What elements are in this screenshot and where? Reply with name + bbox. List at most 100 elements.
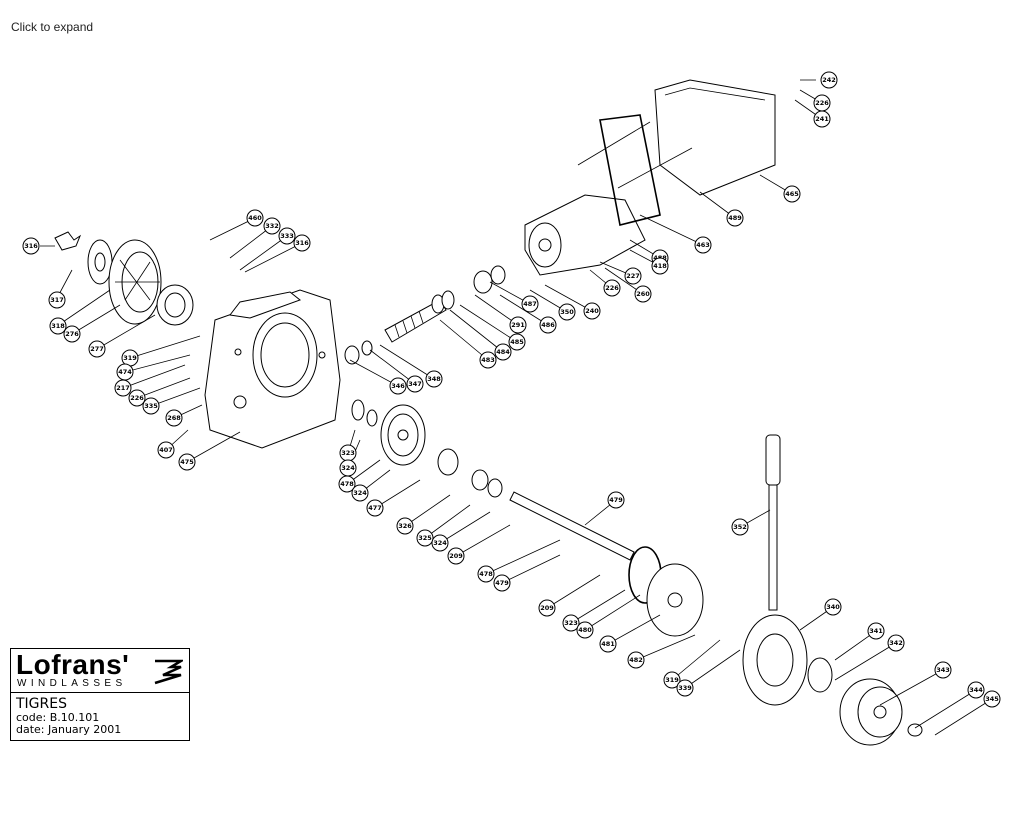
callout-346: 346 — [389, 377, 407, 395]
callout-label: 484 — [496, 348, 510, 356]
callout-485: 485 — [508, 333, 526, 351]
callout-319: 319 — [121, 349, 139, 367]
callout-350: 350 — [558, 303, 576, 321]
callout-label: 479 — [609, 496, 623, 504]
callout-340: 340 — [824, 598, 842, 616]
model-date: date: January 2001 — [16, 723, 122, 736]
chain-gypsy — [742, 614, 808, 706]
crank-handle — [765, 434, 781, 611]
callout-label: 332 — [265, 222, 279, 230]
callout-324: 324 — [351, 484, 369, 502]
click-to-expand-link[interactable]: Click to expand — [11, 20, 94, 34]
callout-label: 487 — [523, 300, 537, 308]
callout-label: 209 — [449, 552, 463, 560]
callout-344: 344 — [967, 681, 985, 699]
callout-333: 333 — [278, 227, 296, 245]
callout-label: 226 — [815, 99, 829, 107]
callout-label: 241 — [815, 115, 829, 123]
callout-label: 477 — [368, 504, 382, 512]
callout-label: 291 — [511, 321, 525, 329]
leader-lines — [40, 79, 993, 736]
callout-341: 341 — [867, 622, 885, 640]
callout-label: 418 — [653, 262, 667, 270]
callout-323: 323 — [562, 614, 580, 632]
callout-label: 478 — [479, 570, 493, 578]
callout-label: 465 — [785, 190, 799, 198]
callout-479: 479 — [493, 574, 511, 592]
callout-label: 346 — [391, 382, 405, 390]
callout-418: 418 — [651, 257, 669, 275]
callout-227: 227 — [624, 267, 642, 285]
callout-291: 291 — [509, 316, 527, 334]
callout-label: 463 — [696, 241, 710, 249]
callout-241: 241 — [813, 110, 831, 128]
callout-242: 242 — [820, 71, 838, 89]
brand-name: Lofrans' — [16, 649, 130, 680]
callout-465: 465 — [783, 185, 801, 203]
model-name: TIGRES — [16, 696, 67, 712]
callout-209: 209 — [538, 599, 556, 617]
mounting-plate — [646, 563, 704, 637]
drum-flange — [87, 239, 113, 285]
callout-label: 486 — [541, 321, 555, 329]
callout-label: 335 — [144, 402, 158, 410]
seal-ring — [156, 284, 194, 326]
callout-352: 352 — [731, 518, 749, 536]
callout-483: 483 — [479, 351, 497, 369]
callout-label: 348 — [427, 375, 441, 383]
callout-label: 242 — [822, 76, 836, 84]
callout-label: 350 — [560, 308, 574, 316]
motor — [524, 194, 646, 276]
callout-226: 226 — [813, 94, 831, 112]
callout-347: 347 — [406, 375, 424, 393]
callout-460: 460 — [246, 209, 264, 227]
callout-label: 324 — [353, 489, 367, 497]
clutch-cone — [807, 657, 833, 693]
callout-482: 482 — [627, 651, 645, 669]
brand-subtitle: WINDLASSES — [17, 678, 127, 689]
callout-label: 217 — [116, 384, 130, 392]
callout-489: 489 — [726, 209, 744, 227]
warping-drum — [839, 678, 923, 746]
callout-325: 325 — [416, 529, 434, 547]
worm-shaft — [384, 299, 447, 343]
model-code: code: B.10.101 — [16, 711, 100, 724]
callout-label: 347 — [408, 380, 422, 388]
callout-240: 240 — [583, 302, 601, 320]
callout-label: 475 — [180, 458, 194, 466]
callout-label: 318 — [51, 322, 65, 330]
callout-label: 325 — [418, 534, 432, 542]
callout-label: 352 — [733, 523, 747, 531]
callout-324: 324 — [339, 459, 357, 477]
callout-label: 489 — [728, 214, 742, 222]
callout-label: 482 — [629, 656, 643, 664]
callout-label: 227 — [626, 272, 640, 280]
callout-316: 316 — [293, 234, 311, 252]
callout-217: 217 — [114, 379, 132, 397]
callout-label: 316 — [24, 242, 38, 250]
callout-label: 339 — [678, 684, 692, 692]
callout-318: 318 — [49, 317, 67, 335]
gear-wheel — [351, 399, 426, 466]
callout-407: 407 — [157, 441, 175, 459]
callout-345: 345 — [983, 690, 1001, 708]
callout-label: 326 — [398, 522, 412, 530]
callout-label: 323 — [341, 449, 355, 457]
callout-label: 483 — [481, 356, 495, 364]
callout-335: 335 — [142, 397, 160, 415]
callout-label: 323 — [564, 619, 578, 627]
callout-label: 474 — [118, 368, 132, 376]
wing-nut — [54, 231, 82, 251]
callout-323: 323 — [339, 444, 357, 462]
callout-319: 319 — [663, 671, 681, 689]
callout-label: 319 — [665, 676, 679, 684]
callout-label: 485 — [510, 338, 524, 346]
callout-486: 486 — [539, 316, 557, 334]
callout-label: 340 — [826, 603, 840, 611]
callout-labels: 3163173182762773194742172263352684074754… — [22, 71, 1001, 708]
callout-label: 324 — [433, 539, 447, 547]
callout-480: 480 — [576, 621, 594, 639]
callout-label: 341 — [869, 627, 883, 635]
callout-226: 226 — [128, 389, 146, 407]
